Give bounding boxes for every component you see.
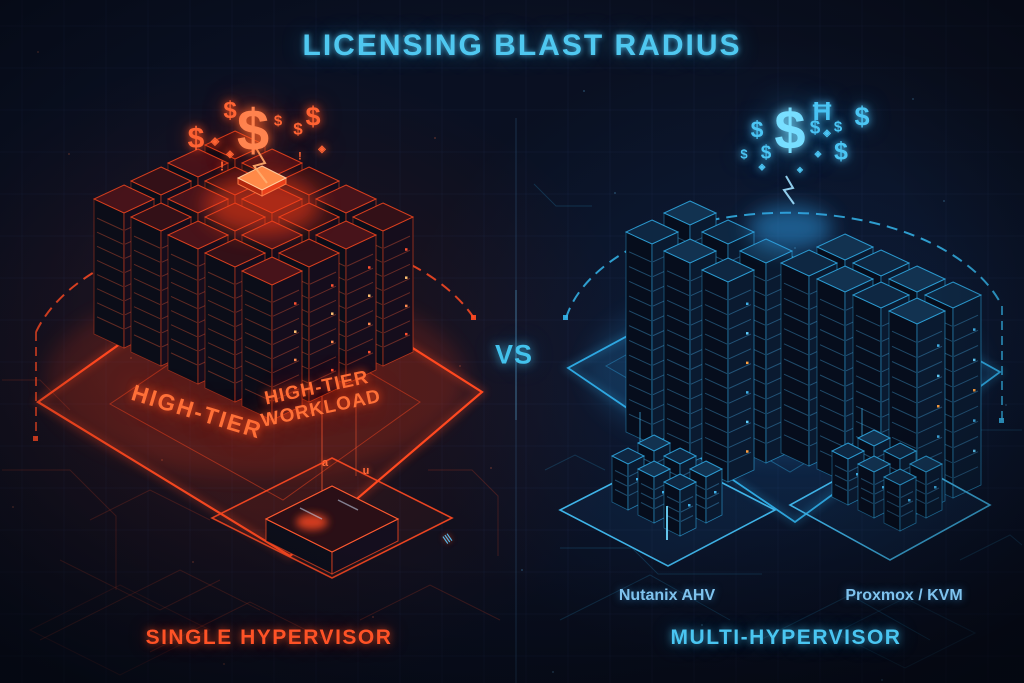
single-hypervisor-scene (32, 130, 488, 579)
dollar-icon: $ (305, 101, 321, 132)
dollar-icon: $ (740, 146, 748, 162)
diamond-icon: ◈ (226, 149, 234, 160)
nutanix-ahv-label: Nutanix AHV (618, 587, 716, 604)
dollar-icon: $ (293, 119, 303, 139)
dollar-icon: $ (833, 118, 843, 136)
multi-hypervisor-scene (558, 175, 1006, 567)
glyph-mark: a (321, 457, 329, 469)
dollar-icon: $ (187, 122, 205, 155)
dollar-icon: $ (834, 137, 848, 166)
dollar-icon: $ (236, 98, 270, 163)
proxmox-kvm-label: Proxmox / KVM (845, 587, 963, 604)
diamond-icon: ◈ (796, 165, 804, 174)
single-hypervisor-label: SINGLE HYPERVISOR (145, 626, 393, 649)
glyph-mark: u (362, 465, 370, 477)
page-title: LICENSING BLAST RADIUS (302, 29, 742, 62)
diamond-icon: ◈ (318, 144, 326, 155)
dollar-icon: $ (273, 112, 283, 130)
diamond-icon: ◈ (814, 148, 822, 159)
dollar-icon: $ (223, 97, 237, 124)
diamond-icon: ◈ (758, 161, 766, 172)
diamond-icon: ◈ (210, 135, 220, 148)
alert-icon: ! (298, 150, 302, 163)
dollar-icon: $ (760, 142, 772, 164)
alert-icon: ! (219, 158, 225, 174)
multi-hypervisor-label: MULTI-HYPERVISOR (670, 626, 902, 649)
dollar-icon: $ (774, 98, 806, 161)
dollar-icon: $ (854, 101, 870, 132)
diamond-icon: ◈ (823, 128, 831, 139)
versus-label: VS (494, 339, 534, 370)
dollar-icon: $ (750, 116, 764, 143)
currency-icon: Ħ (812, 96, 832, 126)
dollar-icon: $ (809, 117, 821, 139)
